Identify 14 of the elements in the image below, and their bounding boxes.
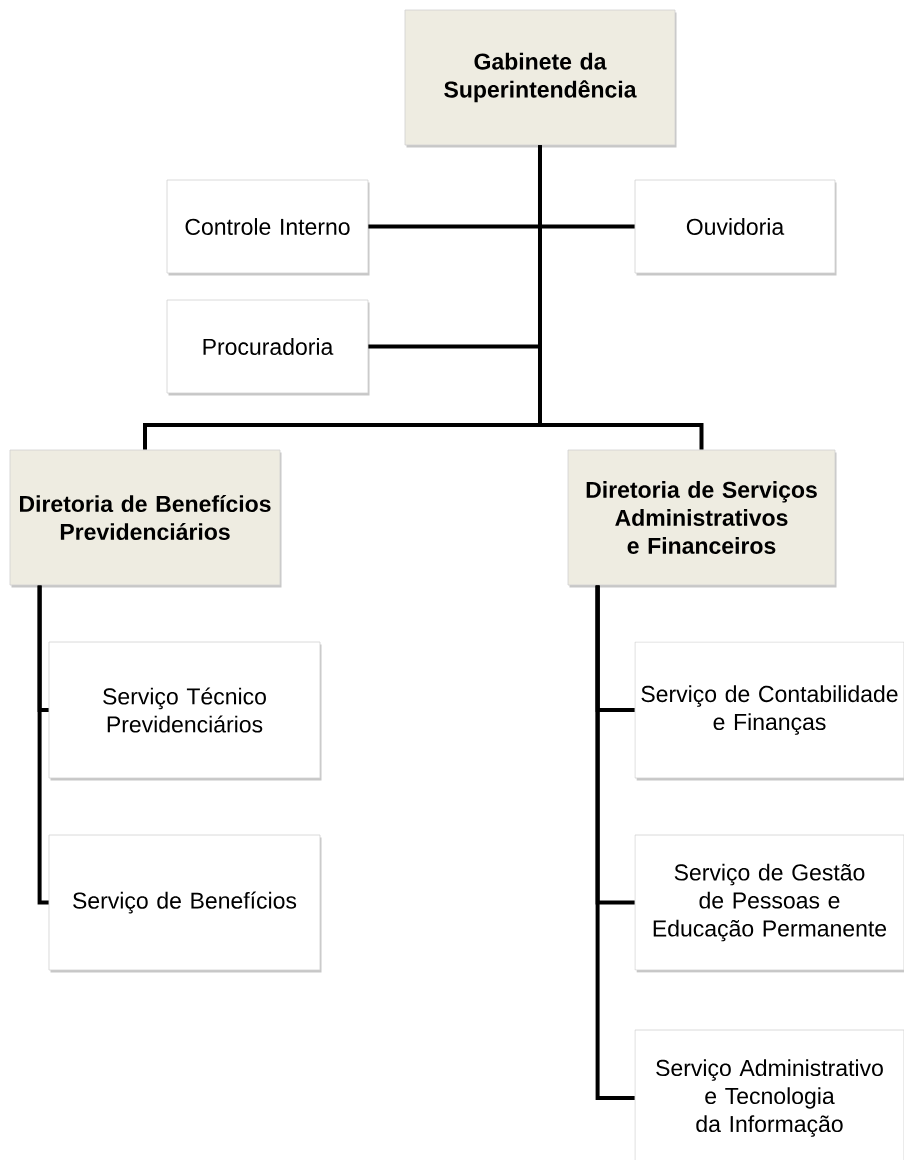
unit-box: Ouvidoria bbox=[634, 179, 837, 276]
department-box: Diretoria de Serviços Administrativos e Financeiros bbox=[567, 449, 837, 588]
unit-box: Serviço Técnico Previdenciários bbox=[48, 641, 322, 781]
connector-line bbox=[538, 145, 704, 450]
unit-box: Serviço de Contabilidade e Finanças bbox=[634, 641, 904, 781]
unit-box: Serviço de Benefícios bbox=[48, 834, 322, 973]
department-box: Gabinete da Superintendência bbox=[404, 9, 677, 148]
connector-line bbox=[37, 585, 49, 905]
connector-line bbox=[595, 585, 635, 1100]
unit-box: Controle Interno bbox=[166, 179, 370, 276]
unit-box: Serviço de Gestão de Pessoas e Educação Permanente bbox=[634, 834, 904, 973]
department-box: Diretoria de Benefícios Previdenciários bbox=[9, 449, 282, 588]
unit-box: Serviço Administrativo e Tecnologia da Informação bbox=[634, 1029, 904, 1160]
unit-box: Procuradoria bbox=[166, 299, 370, 396]
